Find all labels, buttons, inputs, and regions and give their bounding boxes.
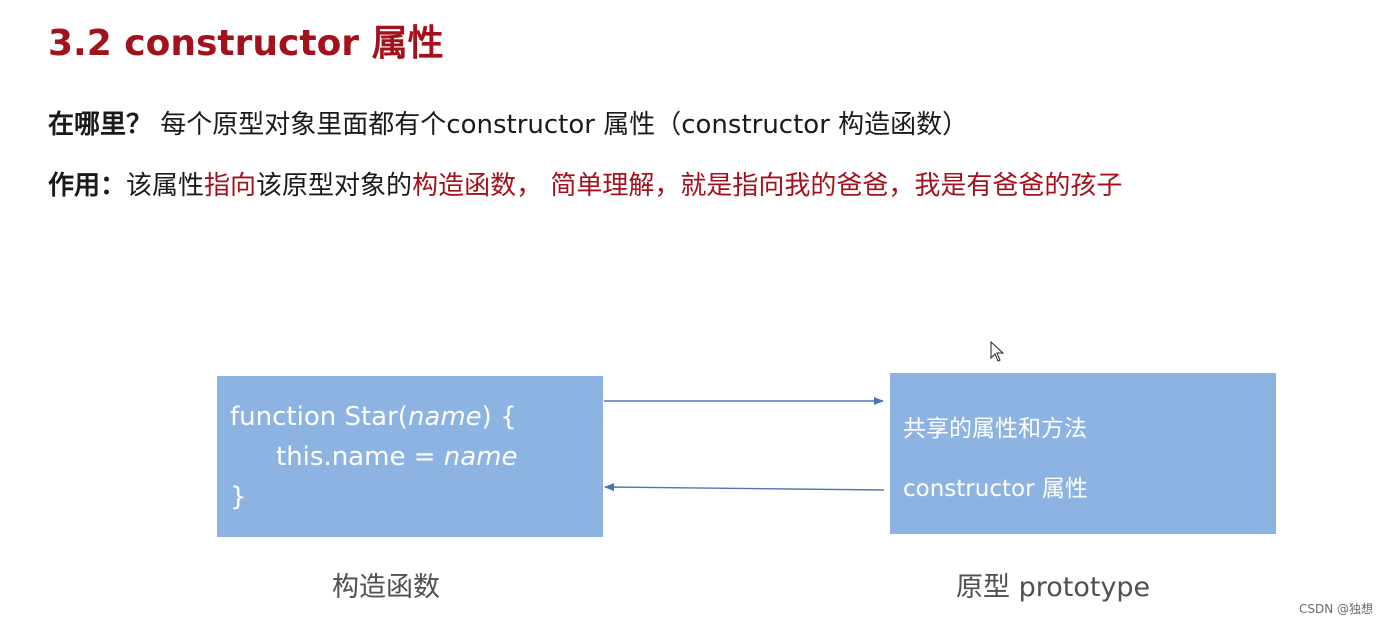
- constructor-caption: 构造函数: [332, 572, 440, 603]
- use-segment-2: 指向: [204, 171, 257, 201]
- arrow-to-constructor: [604, 483, 885, 492]
- where-text: 每个原型对象里面都有个constructor 属性（constructor 构造…: [152, 110, 969, 140]
- prototype-caption: 原型 prototype: [956, 572, 1151, 603]
- code-text: function Star(: [230, 402, 408, 432]
- use-segment-5: ，: [516, 171, 551, 201]
- code-param: name: [407, 402, 482, 432]
- mouse-pointer-icon: [990, 341, 1005, 362]
- constructor-box: function Star(name) { this.name = name }: [217, 376, 603, 537]
- code-param: name: [443, 442, 518, 472]
- code-line-2: this.name = name: [276, 442, 518, 472]
- code-text: this.name =: [276, 442, 444, 472]
- prototype-constructor-property: constructor 属性: [903, 476, 1088, 502]
- where-label: 在哪里？: [48, 110, 153, 140]
- code-text: ) {: [481, 402, 517, 432]
- use-label: 作用：: [48, 171, 127, 201]
- prototype-box: 共享的属性和方法 constructor 属性: [890, 373, 1276, 534]
- use-line: 作用：该属性指向该原型对象的构造函数， 简单理解，就是指向我的爸爸，我是有爸爸的…: [48, 165, 1122, 202]
- where-line: 在哪里？ 每个原型对象里面都有个constructor 属性（construct…: [48, 104, 968, 141]
- use-segment-1: 该属性: [126, 171, 205, 201]
- use-segment-6: 简单理解，就是指向我的爸爸，我是有爸爸的孩子: [550, 171, 1123, 201]
- watermark: CSDN @独想: [1298, 602, 1373, 616]
- code-line-1: function Star(name) {: [230, 402, 517, 432]
- code-line-3: }: [230, 482, 247, 512]
- prototype-shared-members: 共享的属性和方法: [903, 416, 1087, 442]
- slide-title: 3.2 constructor 属性: [48, 23, 444, 64]
- use-segment-4: 构造函数: [412, 171, 517, 201]
- use-segment-3: 该原型对象的: [256, 171, 413, 201]
